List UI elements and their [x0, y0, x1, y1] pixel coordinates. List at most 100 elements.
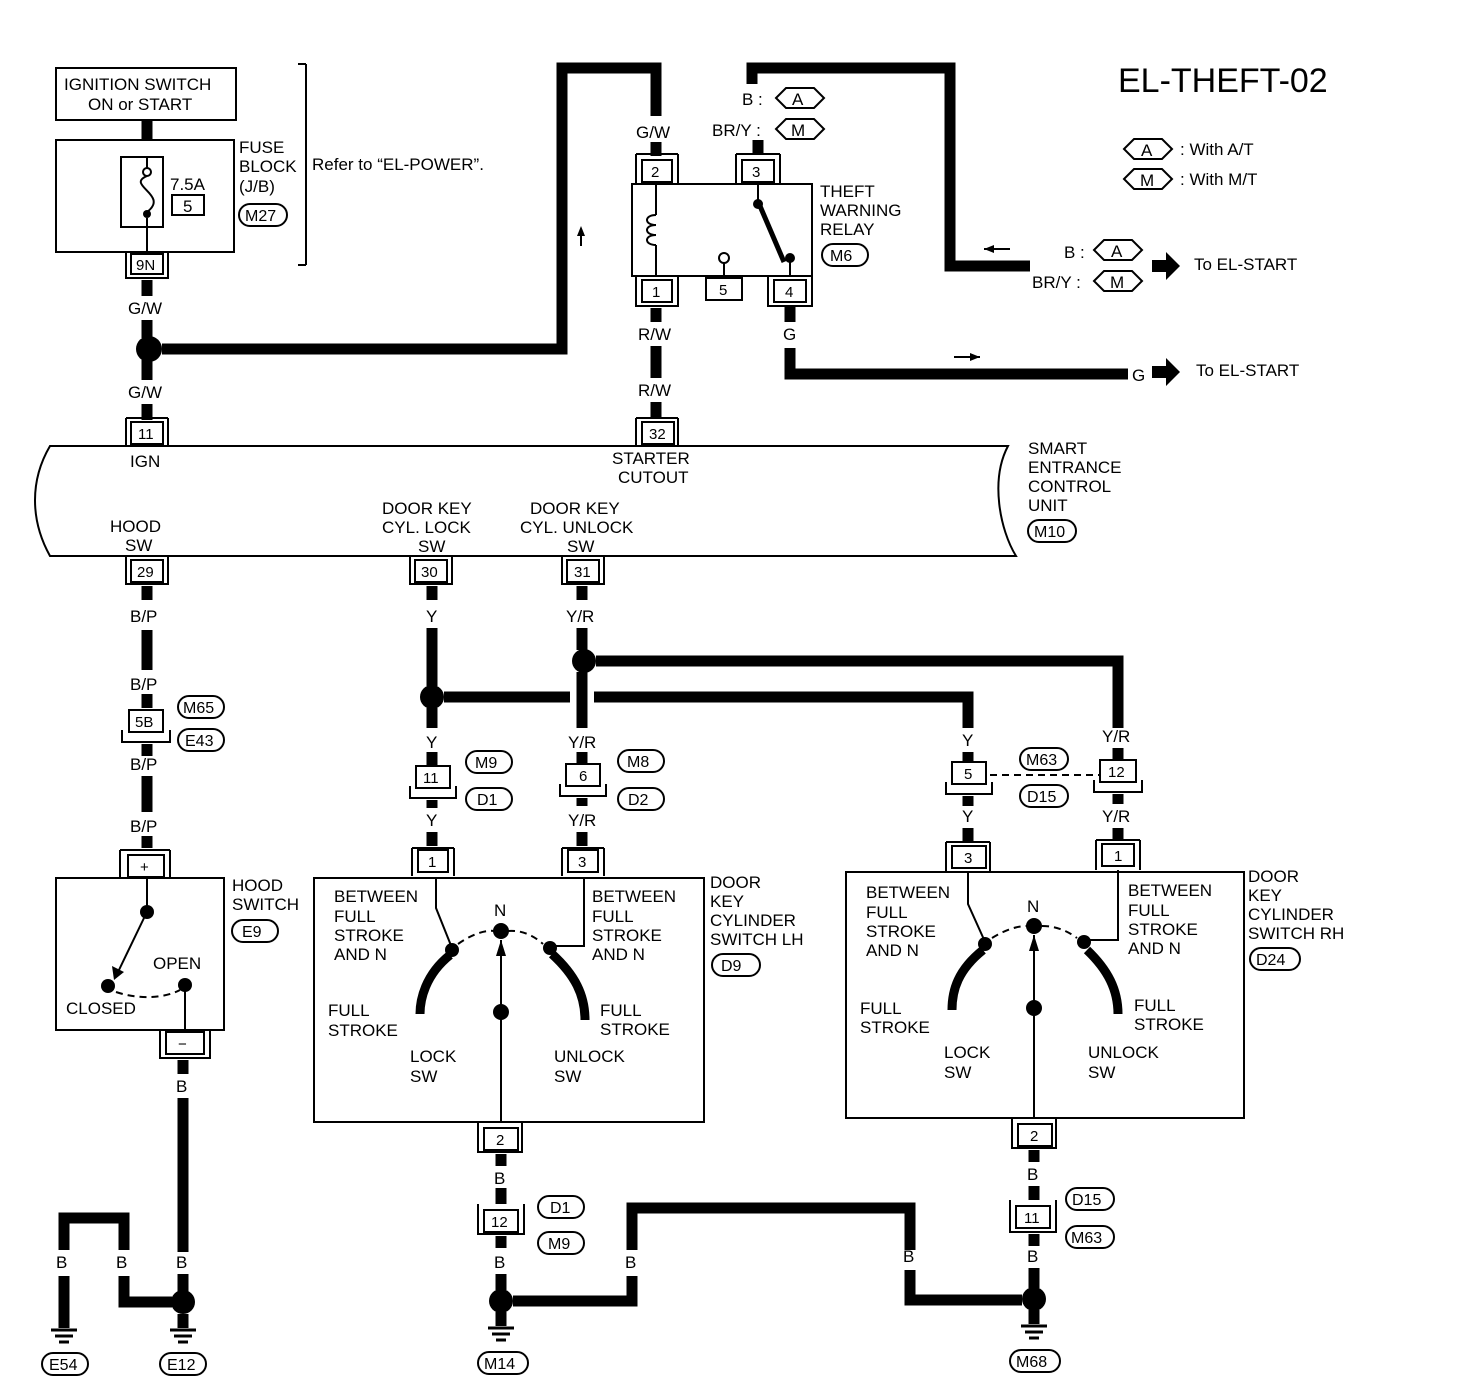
- pin-11-rh: 11: [1024, 1210, 1040, 1227]
- hood-label2: SWITCH: [232, 895, 299, 914]
- rh-n: N: [1027, 897, 1039, 916]
- relay-label1: THEFT: [820, 182, 875, 201]
- wire-b-e54b: B: [56, 1253, 67, 1272]
- top-legend-a: A: [792, 90, 804, 109]
- lh-connector: D9: [721, 958, 742, 975]
- cu-connector: M10: [1034, 524, 1065, 541]
- ground-e54: E54: [41, 1328, 89, 1376]
- conn-d15: D15: [1027, 789, 1056, 806]
- to-el-start-1: B : A BR/Y : M To EL-START: [1032, 239, 1297, 292]
- lh-stroke-r: STROKE: [600, 1020, 670, 1039]
- rh-full-r: FULL: [1134, 996, 1176, 1015]
- lh-label2: KEY: [710, 892, 744, 911]
- rh-label3: CYLINDER: [1248, 905, 1334, 924]
- rh-lock1: LOCK: [944, 1043, 991, 1062]
- rh-between-r2: FULL: [1128, 901, 1170, 920]
- wire-gw-1: G/W: [128, 299, 162, 318]
- door-key-cylinder-switch-rh: 3 1 BETWEEN FULL STROKE AND N BETWEEN FU…: [845, 839, 1344, 1149]
- connector-9n: 9N: [125, 252, 169, 279]
- to-start-g-text: To EL-START: [1196, 361, 1299, 380]
- wire-bp-1: B/P: [130, 607, 157, 626]
- rh-between-l1: BETWEEN: [866, 883, 950, 902]
- conn-m9-b: M9: [548, 1236, 570, 1253]
- relay-pin-2: 2: [651, 164, 659, 181]
- wire-g-1: G: [783, 325, 796, 344]
- pin-11-lh: 11: [423, 770, 439, 787]
- wire-b-rh-2: B: [1027, 1247, 1038, 1266]
- lh-between-l3: STROKE: [334, 926, 404, 945]
- wire-gw-relay: G/W: [636, 123, 670, 142]
- lh-pin-3: 3: [578, 854, 586, 871]
- diagram-title: EL-THEFT-02: [1118, 62, 1328, 100]
- conn-e43: E43: [185, 733, 214, 750]
- cu-ign-label: IGN: [130, 452, 160, 471]
- rh-pin-2: 2: [1030, 1128, 1038, 1145]
- top-legend-b: B :: [742, 90, 763, 109]
- pin-5-rh: 5: [964, 766, 972, 783]
- wire-y-3: Y: [426, 811, 437, 830]
- rh-stroke-r: STROKE: [1134, 1015, 1204, 1034]
- relay-pin-3: 3: [752, 164, 760, 181]
- connector-12-lh: 12 D1 M9: [477, 1195, 585, 1255]
- relay-label2: WARNING: [820, 201, 902, 220]
- wire-y-rh-1: Y: [962, 731, 973, 750]
- wire-y-2: Y: [426, 733, 437, 752]
- lh-between-r4: AND N: [592, 945, 645, 964]
- lh-full-l: FULL: [328, 1001, 370, 1020]
- ground-e12-label: E12: [167, 1357, 196, 1374]
- ground-m68-label: M68: [1016, 1354, 1047, 1371]
- fuse-amp: 7.5A: [170, 175, 206, 194]
- pin-12-lh: 12: [491, 1214, 508, 1231]
- connector-11-lh: 11 M9 D1: [409, 750, 513, 811]
- lh-label1: DOOR: [710, 873, 761, 892]
- wire-b-lh-2: B: [494, 1253, 505, 1272]
- to-start-m: M: [1110, 273, 1124, 292]
- lh-unlock1: UNLOCK: [554, 1047, 626, 1066]
- lh-label3: CYLINDER: [710, 911, 796, 930]
- rh-between-r1: BETWEEN: [1128, 881, 1212, 900]
- legend-m-text: : With M/T: [1180, 170, 1257, 189]
- wire-b-e54a: B: [116, 1253, 127, 1272]
- legend-a-code: A: [1141, 141, 1153, 160]
- pin-12-rh: 12: [1108, 764, 1125, 781]
- cu-unlock-l3: SW: [567, 537, 594, 556]
- to-el-start-2: G To EL-START: [1132, 358, 1299, 386]
- lh-between-r2: FULL: [592, 907, 634, 926]
- ground-e54-label: E54: [49, 1357, 78, 1374]
- connector-12-rh: 12: [1093, 759, 1143, 793]
- hood-connector: E9: [242, 924, 262, 941]
- cu-lock-l3: SW: [418, 537, 445, 556]
- to-start-bry: BR/Y :: [1032, 273, 1081, 292]
- cu-pin-31: 31: [574, 564, 591, 581]
- pin-6: 6: [579, 768, 587, 785]
- fuse-block-label2: BLOCK: [239, 157, 297, 176]
- wire-bp-2: B/P: [130, 675, 157, 694]
- lh-lock1: LOCK: [410, 1047, 457, 1066]
- to-start-a: A: [1111, 242, 1123, 261]
- legend-a-text: : With A/T: [1180, 140, 1254, 159]
- fuse-block-label3: (J/B): [239, 177, 275, 196]
- fuse-block: 7.5A 5 FUSE BLOCK (J/B) M27: [55, 138, 297, 253]
- ground-m14: M14: [477, 1326, 529, 1375]
- connector-11-rh: 11 D15 M63: [1009, 1187, 1115, 1249]
- lh-n: N: [494, 901, 506, 920]
- conn-m63-b: M63: [1071, 1230, 1102, 1247]
- lh-lock2: SW: [410, 1067, 437, 1086]
- cu-starter-l1: STARTER: [612, 449, 690, 468]
- lh-full-r: FULL: [600, 1001, 642, 1020]
- wire-b-hood: B: [176, 1077, 187, 1096]
- cu-unlock-l1: DOOR KEY: [530, 499, 620, 518]
- rh-between-l4: AND N: [866, 941, 919, 960]
- to-start-b: B :: [1064, 243, 1085, 262]
- wire-b-rh-1: B: [1027, 1165, 1038, 1184]
- theft-warning-relay: 2 3 1 5 4 THEFT WARNING RELAY M6: [631, 153, 902, 307]
- lh-unlock2: SW: [554, 1067, 581, 1086]
- rh-label1: DOOR: [1248, 867, 1299, 886]
- cu-unlock-l2: CYL. UNLOCK: [520, 518, 634, 537]
- pin-5b: 5B: [135, 714, 153, 731]
- rh-unlock1: UNLOCK: [1088, 1043, 1160, 1062]
- lh-stroke-l: STROKE: [328, 1021, 398, 1040]
- lh-pin-1: 1: [428, 854, 436, 871]
- rh-full-l: FULL: [860, 999, 902, 1018]
- fuse-block-label1: FUSE: [239, 138, 284, 157]
